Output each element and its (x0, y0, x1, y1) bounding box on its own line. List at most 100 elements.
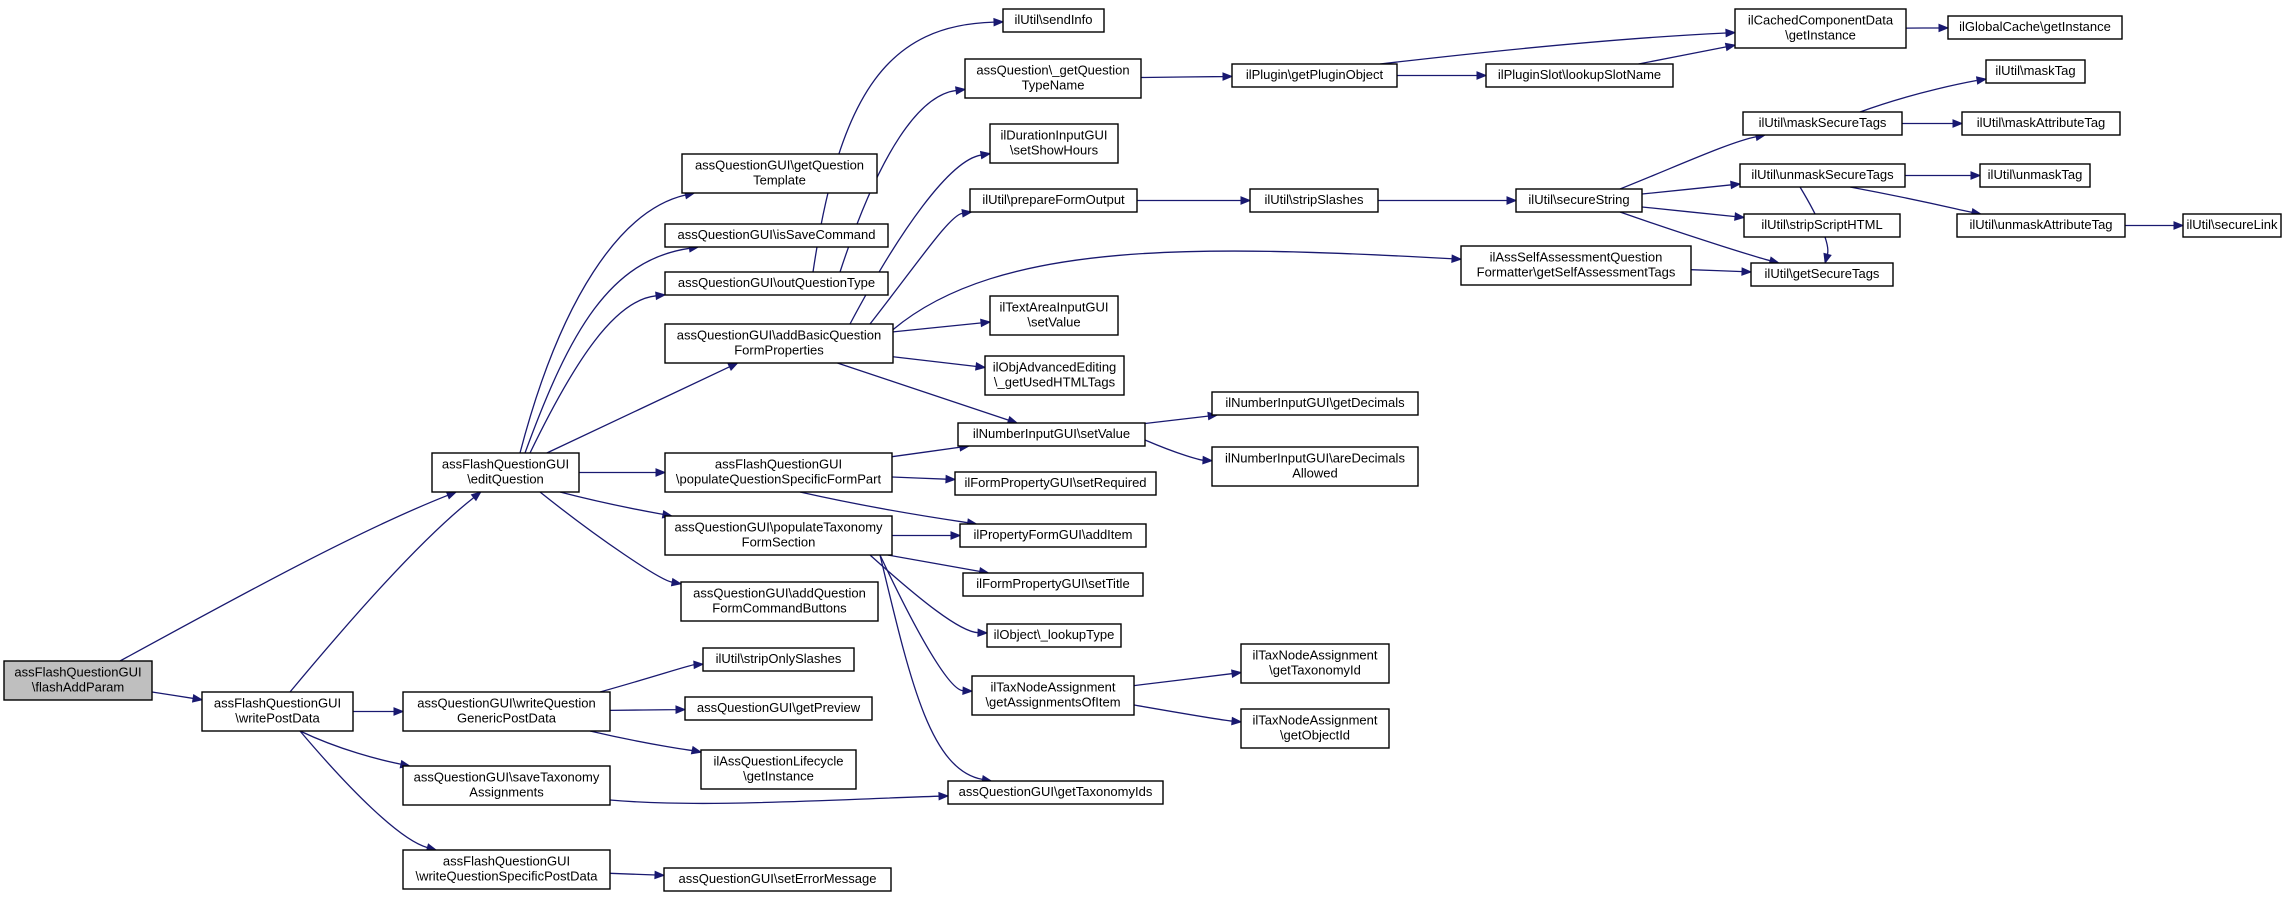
node-label: \populateQuestionSpecificFormPart (676, 472, 882, 487)
node-setRequired[interactable]: ilFormPropertyGUI\setRequired (954, 471, 1157, 496)
edge-line (151, 691, 195, 700)
node-maskAttributeTag[interactable]: ilUtil\maskAttributeTag (1961, 111, 2121, 136)
node-secureString[interactable]: ilUtil\secureString (1515, 188, 1643, 213)
node-getAssignmentsOfItem[interactable]: ilTaxNodeAssignment\getAssignmentsOfItem (971, 675, 1135, 716)
node-writePostData[interactable]: assFlashQuestionGUI\writePostData (201, 691, 354, 732)
node-populateQuestionSpecificFormPart[interactable]: assFlashQuestionGUI\populateQuestionSpec… (664, 452, 893, 493)
node-addItem[interactable]: ilPropertyFormGUI\addItem (959, 523, 1147, 548)
edge-line (609, 795, 940, 805)
edge-niSetValue-to-getDecimals (1144, 411, 1219, 425)
node-globalCacheGetInstance[interactable]: ilGlobalCache\getInstance (1947, 15, 2123, 40)
node-label: ilTaxNodeAssignment (1252, 648, 1377, 663)
node-getUsedHTMLTags[interactable]: ilObjAdvancedEditing\_getUsedHTMLTags (984, 355, 1125, 396)
node-maskTag[interactable]: ilUtil\maskTag (1985, 59, 2086, 84)
node-label: Allowed (1292, 466, 1338, 481)
node-box (959, 523, 1147, 548)
edge-arrowhead (1240, 196, 1252, 205)
node-box (1961, 111, 2121, 136)
edge-addBasicQuestionFormProperties-to-getSelfAssessmentTags (892, 250, 1463, 331)
edge-line (887, 554, 981, 573)
node-label: ilUtil\prepareFormOutput (982, 192, 1125, 207)
node-sendInfo[interactable]: ilUtil\sendInfo (1002, 8, 1105, 33)
edge-line (1133, 704, 1233, 722)
node-label: assQuestion\_getQuestion (976, 63, 1129, 78)
node-unmaskSecureTags[interactable]: ilUtil\unmaskSecureTags (1739, 163, 1906, 188)
node-box (3, 660, 153, 701)
node-getSelfAssessmentTags[interactable]: ilAssSelfAssessmentQuestionFormatter\get… (1460, 245, 1692, 286)
node-cachedGetInstance[interactable]: ilCachedComponentData\getInstance (1734, 8, 1907, 49)
node-box (684, 696, 873, 721)
node-label: \writePostData (235, 711, 320, 726)
node-label: assQuestionGUI\getTaxonomyIds (959, 784, 1153, 799)
edge-arrowhead (191, 694, 204, 703)
node-getObjectId[interactable]: ilTaxNodeAssignment\getObjectId (1240, 708, 1390, 749)
edge-arrowhead (1938, 23, 1950, 33)
node-isSaveCommand[interactable]: assQuestionGUI\isSaveCommand (664, 223, 889, 248)
node-label: FormProperties (734, 343, 824, 358)
node-setErrorMessage[interactable]: assQuestionGUI\setErrorMessage (663, 867, 892, 892)
edge-writePostData-to-editQuestion (289, 491, 482, 693)
edge-line (589, 730, 694, 752)
node-prepareFormOutput[interactable]: ilUtil\prepareFormOutput (969, 188, 1138, 213)
node-getPluginObject[interactable]: ilPlugin\getPluginObject (1231, 63, 1398, 88)
node-label: \getInstance (1785, 28, 1856, 43)
node-populateTaxonomyFormSection[interactable]: assQuestionGUI\populateTaxonomyFormSecti… (664, 515, 893, 556)
node-outQuestionType[interactable]: assQuestionGUI\outQuestionType (664, 271, 889, 296)
node-unmaskTag[interactable]: ilUtil\unmaskTag (1979, 163, 2091, 188)
node-box (989, 123, 1119, 164)
edge-arrowhead (654, 870, 666, 880)
node-setShowHours[interactable]: ilDurationInputGUI\setShowHours (989, 123, 1119, 164)
node-addBasicQuestionFormProperties[interactable]: assQuestionGUI\addBasicQuestionFormPrope… (664, 323, 894, 364)
node-getSecureTags[interactable]: ilUtil\getSecureTags (1750, 262, 1894, 287)
node-box (664, 223, 889, 248)
edge-arrowhead (1222, 72, 1234, 81)
edge-editQuestion-to-addQuestionFormCommandButtons (539, 491, 683, 587)
node-root[interactable]: assFlashQuestionGUI\flashAddParam (3, 660, 153, 701)
node-lookupSlotName[interactable]: ilPluginSlot\lookupSlotName (1485, 63, 1674, 88)
node-box (664, 515, 893, 556)
edge-maskSecureTags-to-maskAttributeTag (1902, 119, 1964, 128)
node-editQuestion[interactable]: assFlashQuestionGUI\editQuestion (431, 452, 580, 493)
edge-addBasicQuestionFormProperties-to-taSetValue (892, 318, 992, 333)
node-box (1240, 643, 1390, 684)
node-label: ilPlugin\getPluginObject (1246, 67, 1384, 82)
edge-writeQuestionGenericPostData-to-getPreview (609, 705, 687, 714)
edge-line (609, 708, 677, 712)
node-getTaxonomyId[interactable]: ilTaxNodeAssignment\getTaxonomyId (1240, 643, 1390, 684)
node-writeQuestionSpecificPostData[interactable]: assFlashQuestionGUI\writeQuestionSpecifi… (402, 849, 611, 890)
edge-arrowhead (962, 686, 974, 696)
node-addQuestionFormCommandButtons[interactable]: assQuestionGUI\addQuestionFormCommandBut… (680, 581, 879, 622)
node-box (431, 452, 580, 493)
node-box (663, 867, 892, 892)
edge-arrowhead (945, 474, 957, 484)
node-stripScriptHTML[interactable]: ilUtil\stripScriptHTML (1743, 213, 1901, 238)
edge-writeQuestionSpecificPostData-to-setErrorMessage (609, 870, 666, 880)
edge-getSelfAssessmentTags-to-getSecureTags (1690, 267, 1753, 276)
node-setTitle[interactable]: ilFormPropertyGUI\setTitle (962, 572, 1144, 597)
node-label: assQuestionGUI\saveTaxonomy (414, 770, 600, 785)
node-lifecycleGetInstance[interactable]: ilAssQuestionLifecycle\getInstance (700, 749, 857, 790)
node-unmaskAttributeTag[interactable]: ilUtil\unmaskAttributeTag (1956, 213, 2126, 238)
edge-writeQuestionGenericPostData-to-stripOnlySlashes (599, 660, 705, 693)
node-secureLink[interactable]: ilUtil\secureLink (2182, 213, 2282, 238)
node-label: assFlashQuestionGUI (442, 457, 569, 472)
node-niSetValue[interactable]: ilNumberInputGUI\setValue (957, 422, 1146, 447)
node-writeQuestionGenericPostData[interactable]: assQuestionGUI\writeQuestionGenericPostD… (402, 691, 611, 732)
edge-line (1641, 184, 1732, 195)
node-getDecimals[interactable]: ilNumberInputGUI\getDecimals (1211, 391, 1419, 416)
node-stripSlashes[interactable]: ilUtil\stripSlashes (1249, 188, 1379, 213)
node-taSetValue[interactable]: ilTextAreaInputGUI\setValue (989, 295, 1119, 336)
node-maskSecureTags[interactable]: ilUtil\maskSecureTags (1742, 111, 1903, 136)
node-stripOnlySlashes[interactable]: ilUtil\stripOnlySlashes (702, 647, 855, 672)
node-getPreview[interactable]: assQuestionGUI\getPreview (684, 696, 873, 721)
node-label: ilFormPropertyGUI\setTitle (976, 576, 1129, 591)
node-getTaxonomyIds[interactable]: assQuestionGUI\getTaxonomyIds (947, 780, 1164, 805)
node-label: assQuestionGUI\getPreview (697, 700, 861, 715)
node-box (986, 623, 1122, 648)
node-lookupType[interactable]: ilObject\_lookupType (986, 623, 1122, 648)
node-box (1460, 245, 1692, 286)
